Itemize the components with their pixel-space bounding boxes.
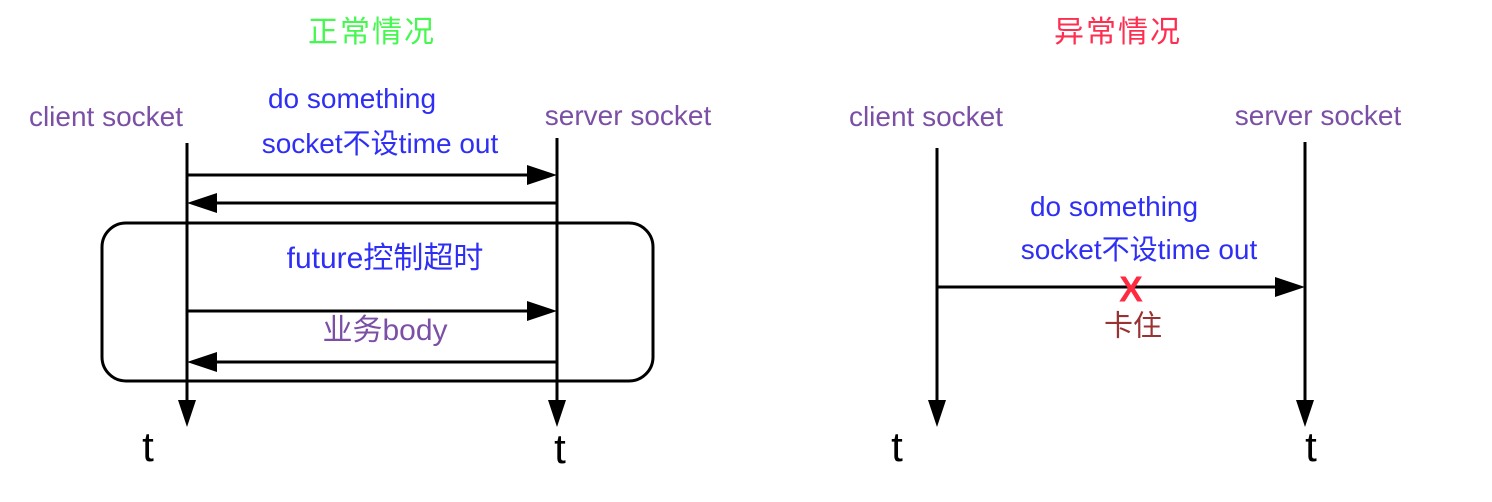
left-request-arrowhead-icon: [527, 165, 557, 185]
right-annotation-line2: socket不设time out: [1020, 233, 1258, 265]
stuck-label: 卡住: [1103, 310, 1163, 343]
left-diagram-title: 正常情况: [308, 15, 436, 49]
left-annotation-line2: socket不设time out: [261, 127, 499, 159]
right-server-socket-label: server socket: [1234, 99, 1402, 131]
blocked-x-mark: X: [1118, 268, 1144, 310]
right-client-lifeline-arrowhead-icon: [928, 400, 946, 427]
right-client-time-axis-label: t: [891, 422, 903, 470]
future-timeout-frame: [100, 221, 655, 383]
future-timeout-label: future控制超时: [286, 241, 484, 275]
left-business-request-arrowhead-icon: [527, 301, 557, 321]
left-client-lifeline-arrowhead-icon: [178, 400, 196, 427]
right-annotation-line1: do something: [1029, 190, 1199, 222]
right-request-arrowhead-icon: [1275, 277, 1305, 297]
right-server-time-axis-label: t: [1305, 422, 1317, 470]
left-server-socket-label: server socket: [544, 99, 712, 131]
left-response-arrowhead-icon: [187, 193, 217, 213]
right-client-socket-label: client socket: [848, 100, 1004, 132]
left-client-socket-label: client socket: [28, 100, 184, 132]
left-server-time-axis-label: t: [554, 424, 566, 472]
right-diagram-title: 异常情况: [1054, 15, 1182, 49]
left-business-response-arrowhead-icon: [187, 352, 217, 372]
left-annotation-line1: do something: [267, 82, 437, 114]
left-client-time-axis-label: t: [142, 422, 154, 470]
business-body-label: 业务body: [322, 313, 448, 347]
right-server-lifeline-arrowhead-icon: [1296, 400, 1314, 427]
left-server-lifeline-arrowhead-icon: [548, 400, 566, 427]
